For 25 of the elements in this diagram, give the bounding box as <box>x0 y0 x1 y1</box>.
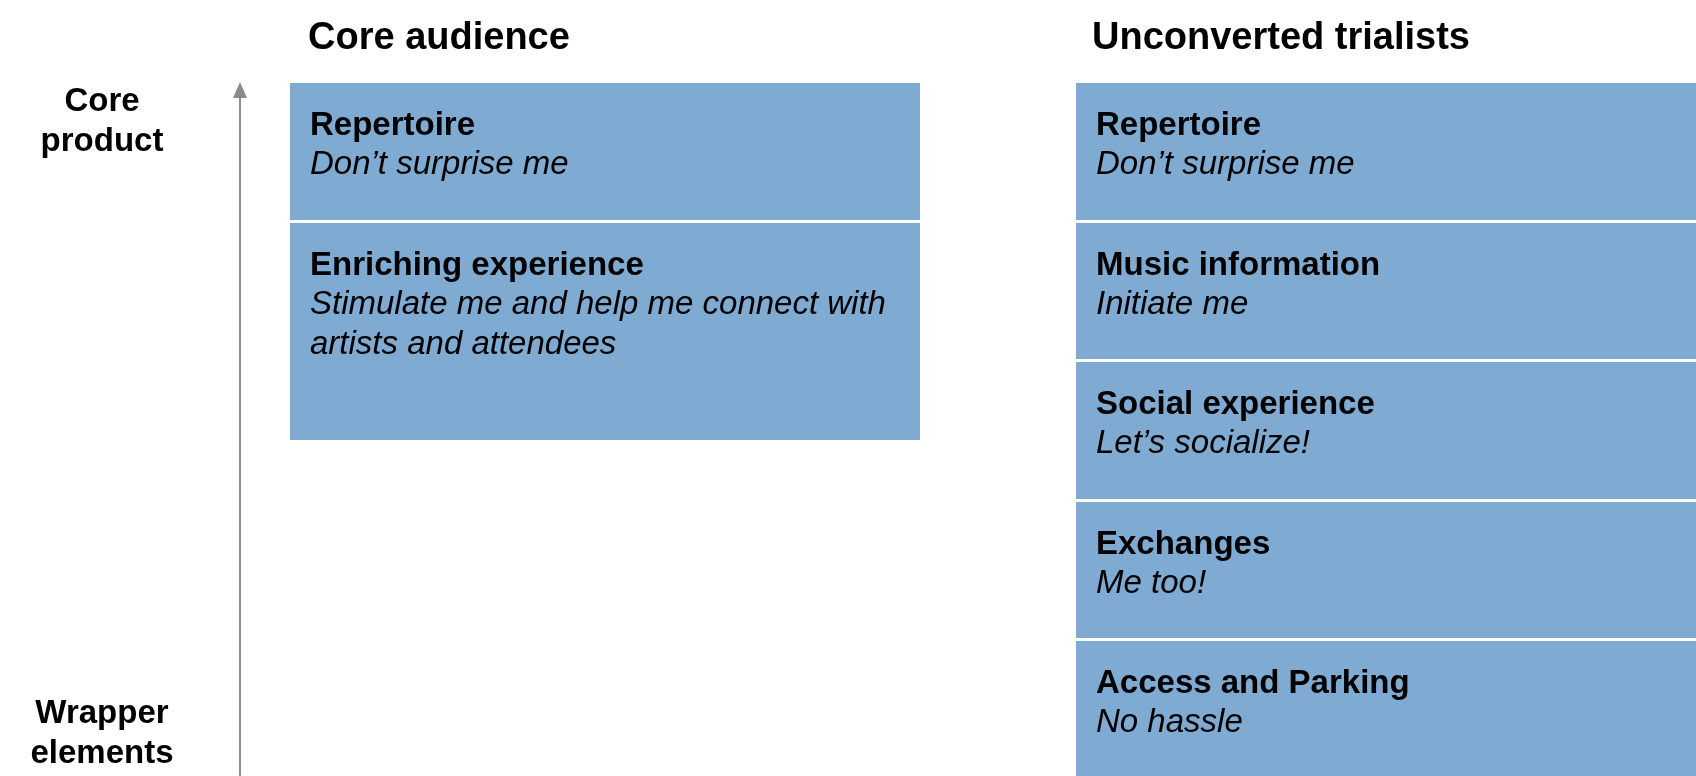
axis-label: Core product <box>39 80 165 160</box>
segment-box <box>290 83 920 220</box>
segment-box <box>1076 502 1696 638</box>
column-heading: Unconverted trialists <box>1092 14 1470 58</box>
segment-description: Initiate me <box>1096 283 1250 323</box>
segment-description: Let’s socialize! <box>1096 422 1311 462</box>
segment-description: Stimulate me and help me connect with artists and attendees <box>310 283 887 363</box>
segment-heading: Enriching experience <box>310 245 645 283</box>
segment-heading: Exchanges <box>1096 524 1272 562</box>
segment-heading: Access and Parking <box>1096 663 1411 701</box>
segment-description: Me too! <box>1096 562 1208 602</box>
segment-box <box>1076 641 1696 776</box>
segment-description: No hassle <box>1096 701 1244 741</box>
segment-heading: Repertoire <box>310 105 477 143</box>
column-heading: Core audience <box>308 14 570 58</box>
segment-heading: Social experience <box>1096 384 1376 422</box>
segment-box <box>1076 362 1696 499</box>
segment-description: Don’t surprise me <box>1096 143 1356 183</box>
segment-box <box>290 223 920 440</box>
segment-box <box>1076 83 1696 220</box>
segment-description: Don’t surprise me <box>310 143 570 183</box>
axis-label: Wrapper elements <box>29 692 175 772</box>
segment-box <box>1076 223 1696 359</box>
segment-heading: Music information <box>1096 245 1382 283</box>
segment-heading: Repertoire <box>1096 105 1263 143</box>
